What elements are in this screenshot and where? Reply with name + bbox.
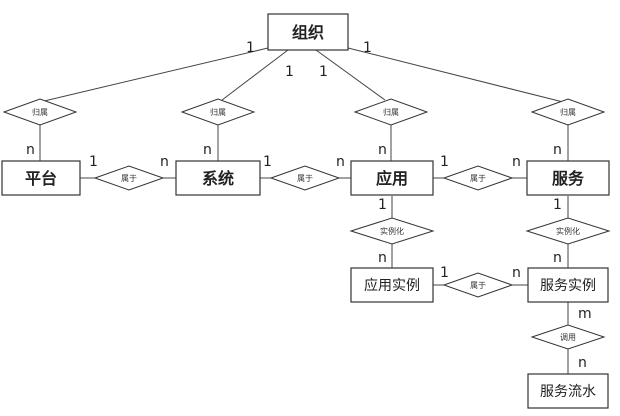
rel-platform-system-label: 属于 — [121, 174, 137, 183]
card-appinst-n: n — [378, 250, 387, 266]
rel-app-instantiate: 实例化 — [349, 217, 435, 245]
rel-belong-platform-label: 归属 — [32, 107, 48, 117]
rel-system-app: 属于 — [269, 165, 341, 191]
rel-belong-service-label: 归属 — [560, 107, 576, 117]
rel-service-instantiate: 实例化 — [525, 217, 611, 245]
card-org-app: 1 — [319, 64, 328, 80]
card-serviceinst-m: m — [578, 306, 592, 322]
entity-org: 组织 — [267, 13, 349, 51]
rel-appinst-serviceinst: 属于 — [442, 272, 514, 298]
card-appinst-1: 1 — [440, 265, 449, 281]
rel-app-instantiate-label: 实例化 — [380, 226, 404, 236]
line-org-belong-service — [347, 47, 564, 103]
rel-invoke: 调用 — [530, 324, 606, 350]
rel-belong-platform: 归属 — [2, 98, 78, 126]
entity-org-label: 组织 — [292, 23, 324, 42]
card-system-n: n — [203, 142, 212, 158]
card-service-n-left: n — [512, 154, 521, 170]
card-app-1: 1 — [440, 154, 449, 170]
entity-system: 系统 — [175, 160, 261, 196]
card-app-n: n — [378, 142, 387, 158]
card-service-1-down: 1 — [553, 197, 562, 213]
entity-service: 服务 — [526, 160, 610, 196]
entity-service-flow-label: 服务流水 — [540, 384, 596, 400]
rel-belong-app: 归属 — [353, 98, 429, 126]
entity-app-label: 应用 — [376, 169, 408, 188]
rel-belong-service: 归属 — [530, 98, 606, 126]
connectors — [39, 47, 569, 374]
entity-system-label: 系统 — [202, 169, 234, 188]
rel-app-service: 属于 — [442, 165, 514, 191]
entity-platform-label: 平台 — [25, 169, 57, 188]
card-flow-n: n — [578, 355, 587, 371]
card-org-service: 1 — [363, 40, 372, 56]
rel-system-app-label: 属于 — [297, 174, 313, 183]
entity-app-instance-label: 应用实例 — [364, 277, 420, 294]
entity-platform: 平台 — [1, 160, 81, 196]
rel-app-service-label: 属于 — [470, 174, 486, 183]
card-system-n-left: n — [160, 154, 169, 170]
entity-app: 应用 — [350, 160, 434, 196]
card-org-platform: 1 — [246, 40, 255, 56]
rel-platform-system: 属于 — [93, 165, 165, 191]
line-org-belong-platform — [39, 47, 269, 103]
entity-service-label: 服务 — [552, 169, 585, 188]
cardinality-labels: 1 1 1 1 n n n n 1 n 1 n 1 n 1 n 1 n 1 n … — [26, 40, 592, 371]
card-platform-1: 1 — [89, 154, 98, 170]
card-serviceinst-n-left: n — [512, 265, 521, 281]
rel-appinst-serviceinst-label: 属于 — [470, 281, 486, 290]
rel-belong-system-label: 归属 — [210, 107, 226, 117]
card-serviceinst-n: n — [553, 250, 562, 266]
rel-service-instantiate-label: 实例化 — [556, 226, 580, 236]
card-org-system: 1 — [285, 64, 294, 80]
line-org-belong-system — [221, 49, 289, 101]
entity-service-instance: 服务实例 — [527, 267, 609, 303]
rel-belong-system: 归属 — [180, 98, 256, 126]
line-org-belong-app — [315, 49, 386, 101]
card-app-1-down: 1 — [378, 197, 387, 213]
entity-app-instance: 应用实例 — [350, 267, 434, 303]
rel-belong-app-label: 归属 — [383, 107, 399, 117]
entity-service-flow: 服务流水 — [527, 373, 609, 409]
card-app-n-left: n — [336, 154, 345, 170]
entity-service-instance-label: 服务实例 — [540, 278, 596, 294]
card-platform-n: n — [26, 142, 35, 158]
card-system-1: 1 — [263, 154, 272, 170]
rel-invoke-label: 调用 — [560, 333, 576, 342]
card-service-n: n — [553, 142, 562, 158]
